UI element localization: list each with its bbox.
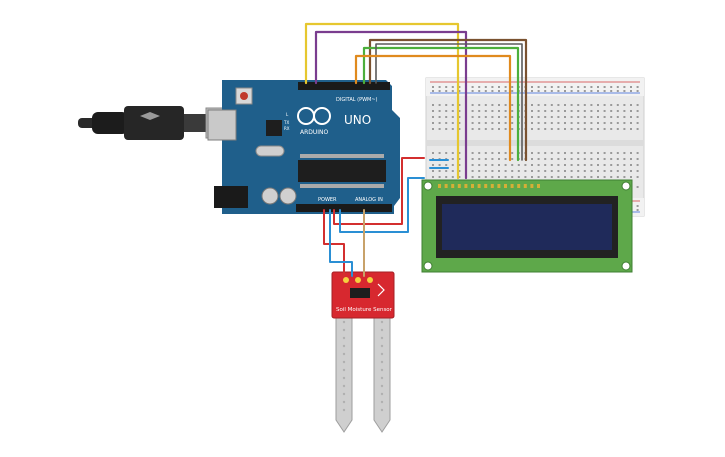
wire-red-sensor[interactable] [323, 209, 345, 277]
wires [304, 22, 528, 277]
wire-blue-gnd[interactable] [339, 177, 425, 233]
wire-orange[interactable] [354, 54, 512, 162]
digital-header[interactable] [298, 82, 390, 90]
lcd-header-pins [438, 184, 540, 188]
arduino-brand-label: ARDUINO [300, 129, 329, 136]
arduino-uno-board[interactable]: ARDUINO UNO DIGITAL (PWM~) ANALOG IN POW… [207, 80, 400, 214]
analog-label: ANALOG IN [355, 197, 383, 203]
lcd-screen [442, 204, 612, 250]
flame-logo-icon [377, 283, 385, 297]
wire-green[interactable] [362, 46, 520, 162]
wire-purple[interactable] [314, 30, 468, 180]
atmega-chip [298, 160, 386, 182]
sensor-label: Soil Moisture Sensor [336, 307, 393, 313]
reset-button-icon [240, 92, 248, 100]
led-l-label: L [286, 112, 289, 117]
digital-label: DIGITAL (PWM~) [336, 97, 378, 103]
lcd-16x2-display[interactable] [421, 179, 633, 273]
wire-brown[interactable] [368, 38, 528, 162]
soil-moisture-sensor[interactable]: Soil Moisture Sensor [331, 271, 395, 433]
wire-blue-sensor[interactable] [329, 209, 353, 277]
sensor-probe-left [335, 313, 353, 433]
arduino-model-label: UNO [344, 113, 371, 127]
power-label: POWER [318, 197, 337, 203]
wire-gray[interactable] [375, 43, 523, 161]
probe-traces [342, 320, 384, 412]
wire-yellow[interactable] [304, 22, 460, 180]
sensor-probe-right [373, 313, 391, 433]
led-rx-label: RX [284, 126, 290, 131]
wire-red-5v[interactable] [333, 157, 425, 225]
power-analog-header[interactable] [296, 204, 392, 212]
led-tx-label: TX [283, 120, 289, 125]
